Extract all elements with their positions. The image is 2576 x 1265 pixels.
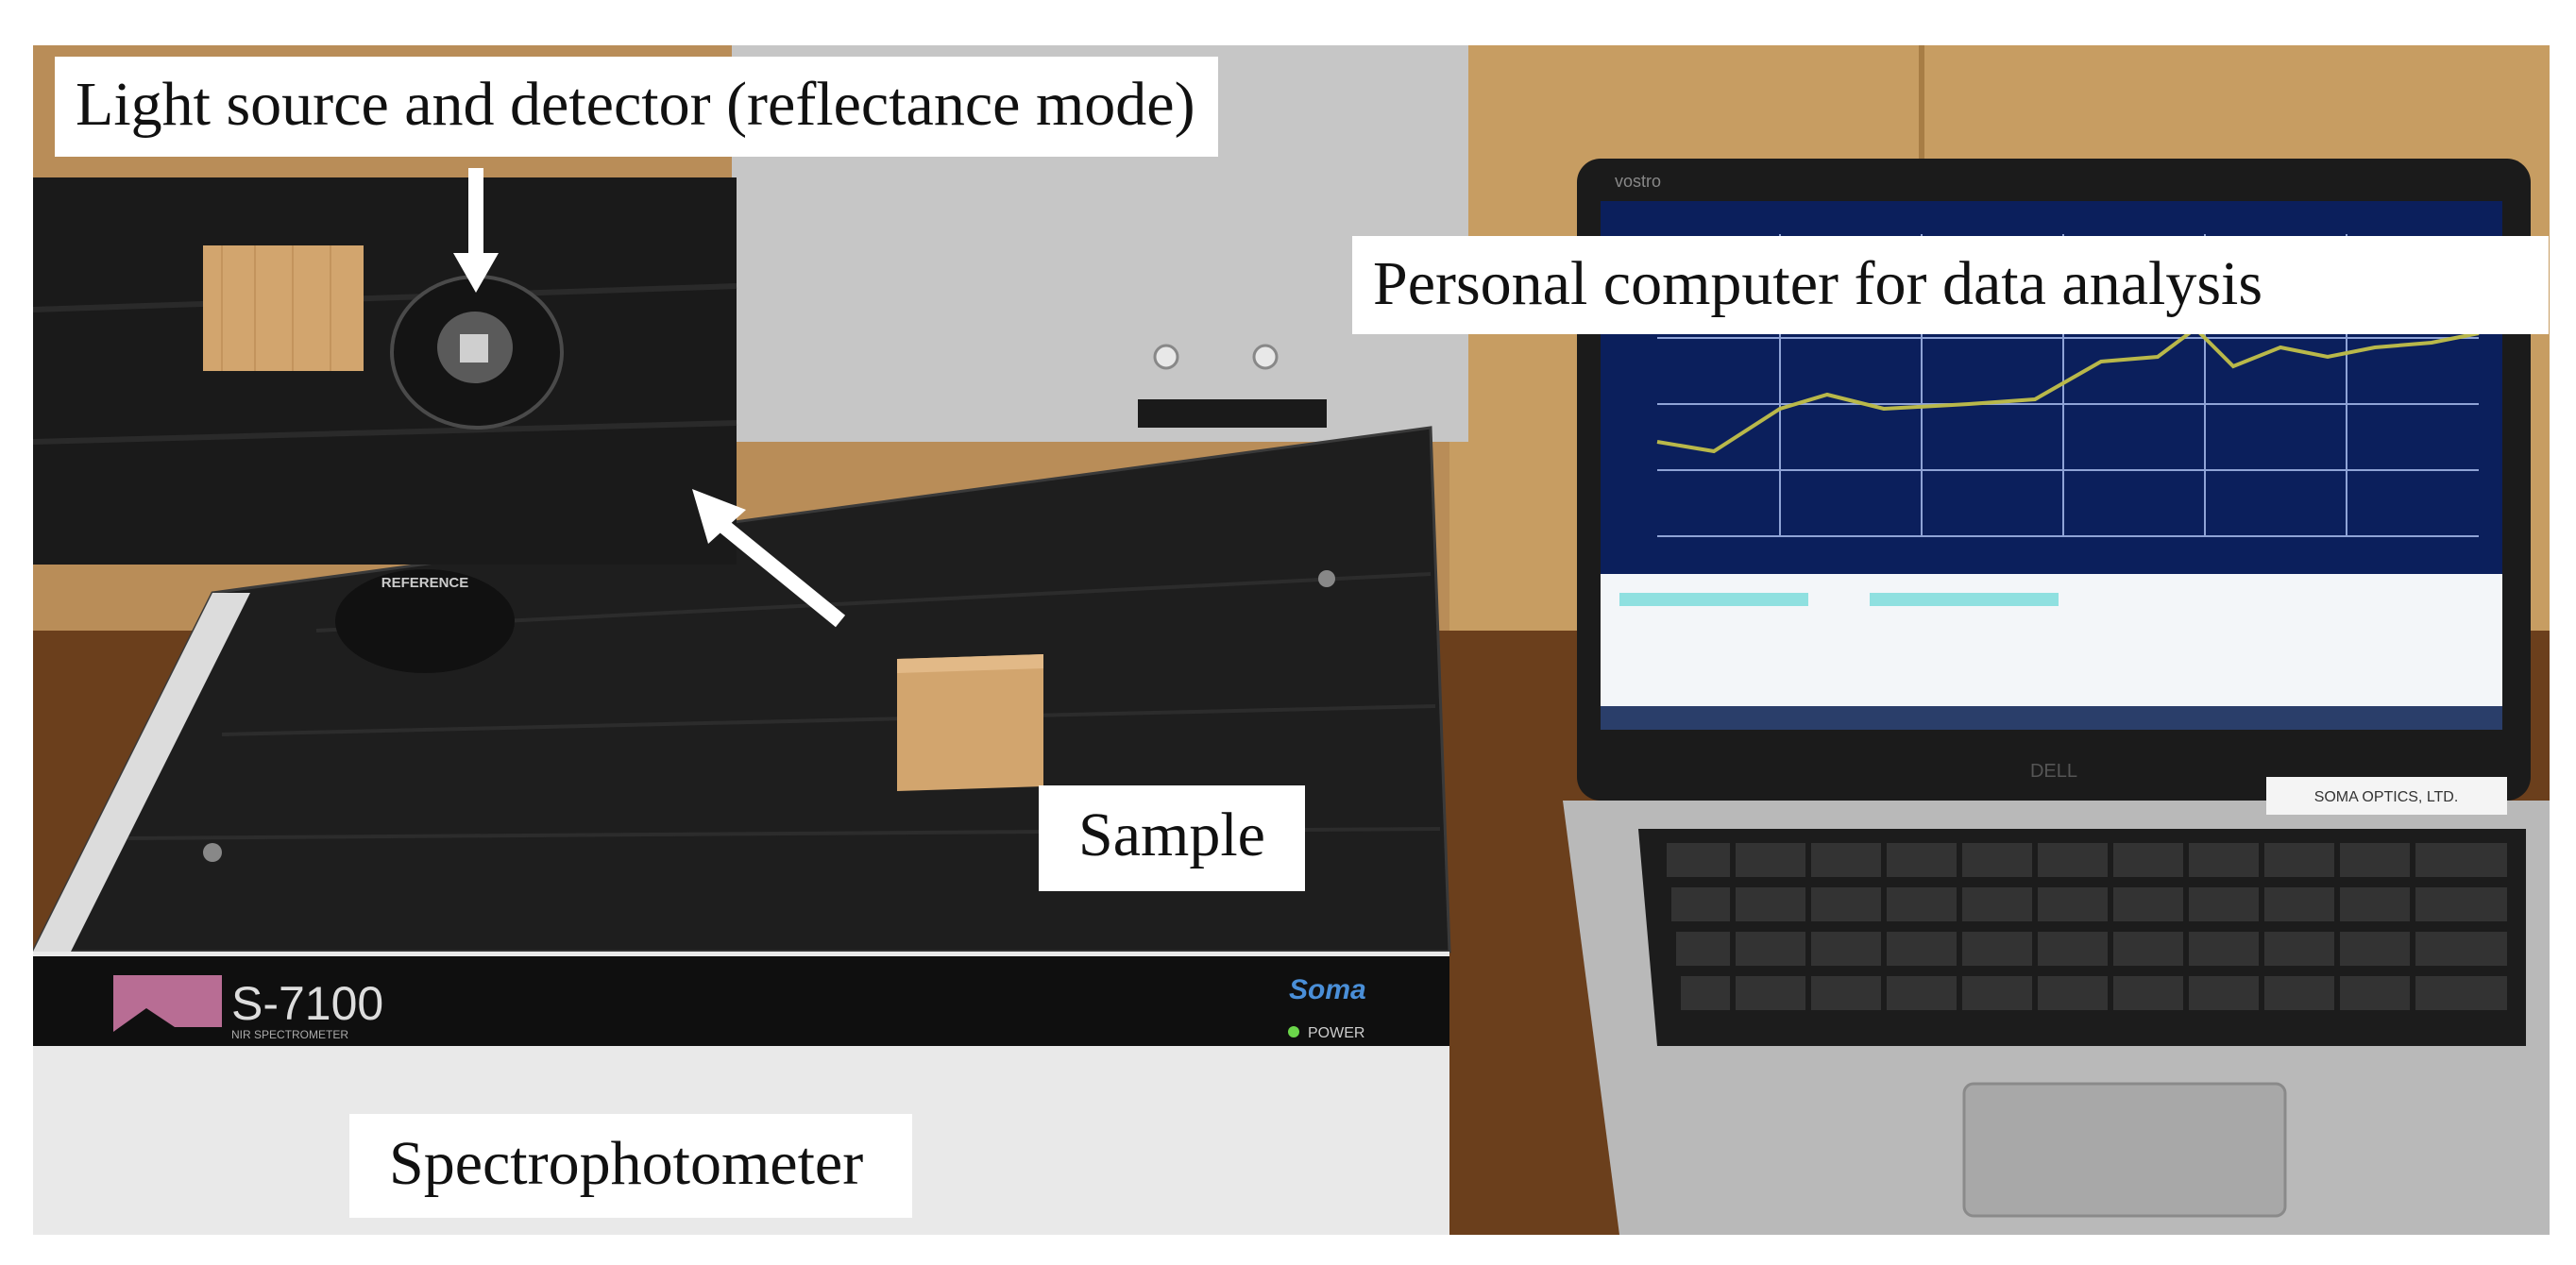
inset-sample-block <box>203 245 364 371</box>
brand-name: Soma <box>1289 974 1366 1005</box>
power-label: POWER <box>1308 1025 1364 1041</box>
inset-background <box>33 177 737 565</box>
label-personal-computer: Personal computer for data analysis <box>1352 236 2549 334</box>
model-name: S-7100 <box>231 977 383 1030</box>
plate-screw <box>203 843 222 862</box>
label-sample: Sample <box>1039 785 1305 891</box>
spectrum-line <box>1656 326 2480 454</box>
laptop-logo: DELL <box>2030 761 2077 782</box>
annotation-arrows <box>453 168 846 628</box>
inset-closeup <box>33 177 737 565</box>
lid-hinge <box>1138 399 1327 428</box>
touchpad <box>1962 1082 2287 1218</box>
sample-block <box>897 654 1043 791</box>
key-separators <box>1730 838 2415 1018</box>
lid-screw <box>1153 344 1179 370</box>
reference-standard <box>335 569 515 673</box>
arrow-down-icon <box>453 168 499 293</box>
laptop-brand: vostro <box>1615 172 1661 191</box>
arrow-up-left-icon <box>692 489 846 628</box>
brand-logo-icon <box>113 975 222 1032</box>
plate-screw <box>1318 570 1335 587</box>
power-led <box>1288 1026 1299 1037</box>
instrument-side <box>33 593 250 952</box>
label-spectrophotometer: Spectrophotometer <box>349 1114 913 1218</box>
model-subtitle: NIR SPECTROMETER <box>231 1028 348 1041</box>
reference-label: REFERENCE <box>381 575 469 591</box>
laptop-sticker <box>2266 777 2507 815</box>
taskbar <box>1601 706 2502 730</box>
photo: REFERENCE S-7100 NIR SPECTROMETER Soma P… <box>33 45 2550 1235</box>
front-panel <box>33 956 1449 1046</box>
laptop-sticker-text: SOMA OPTICS, LTD. <box>2314 789 2459 805</box>
lid-screw <box>1252 344 1279 370</box>
label-light-source: Light source and detector (reflectance m… <box>55 57 1218 157</box>
